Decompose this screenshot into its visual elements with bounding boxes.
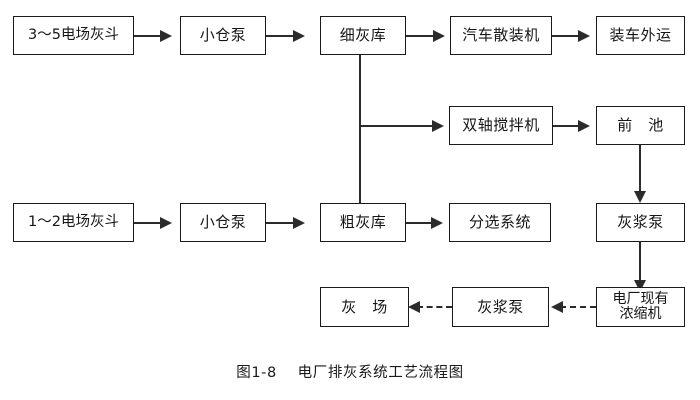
node-coarse-ash-silo[interactable]: 粗灰库 xyxy=(320,203,406,242)
node-front-pool[interactable]: 前 池 xyxy=(596,106,685,145)
node-sorting-system[interactable]: 分选系统 xyxy=(449,203,551,242)
arrowhead-thickener-slurrypumpbottom xyxy=(551,301,563,313)
node-existing-thickener[interactable]: 电厂现有 浓缩机 xyxy=(596,287,685,327)
node-slurry-pump-bottom[interactable]: 灰浆泵 xyxy=(452,287,549,327)
arrowhead-pumpbottom-coarseash xyxy=(293,216,305,229)
edge-fineash-to-mixer xyxy=(359,125,439,127)
edge-mixer-to-frontpool xyxy=(553,125,585,127)
edge-pumptop-to-fineash xyxy=(266,34,300,37)
existing-thickener-line2: 浓缩机 xyxy=(619,306,662,322)
edge-slurrypumpbottom-to-ashyard xyxy=(417,306,452,308)
arrowhead-fineash-truckloader xyxy=(433,29,445,42)
edge-hopper35-to-pumptop xyxy=(134,34,166,37)
node-hopper-35[interactable]: 3～5电场灰斗 xyxy=(13,16,134,55)
node-twin-shaft-mixer[interactable]: 双轴搅拌机 xyxy=(449,106,553,145)
arrowhead-frontpool-slurrypump xyxy=(634,191,646,203)
arrowhead-hopper35-pumptop xyxy=(160,29,172,42)
node-ash-yard[interactable]: 灰 场 xyxy=(320,287,409,327)
arrowhead-coarseash-sorting xyxy=(431,216,443,229)
existing-thickener-line1: 电厂现有 xyxy=(612,290,669,307)
node-hopper-12[interactable]: 1～2电场灰斗 xyxy=(13,203,134,242)
node-pump-top[interactable]: 小仓泵 xyxy=(180,16,266,55)
edge-hopper12-to-pumpbottom xyxy=(134,221,166,224)
edge-frontpool-to-slurrypump xyxy=(639,145,641,192)
node-slurry-pump-right[interactable]: 灰浆泵 xyxy=(596,203,685,242)
node-truck-outbound[interactable]: 装车外运 xyxy=(596,16,685,55)
arrowhead-hopper12-pumpbottom xyxy=(160,216,172,229)
arrowhead-fineash-mixer xyxy=(432,120,444,132)
edge-truckloader-to-outbound xyxy=(552,34,585,37)
node-pump-bottom[interactable]: 小仓泵 xyxy=(180,203,266,242)
figure-caption: 图1-8 电厂排灰系统工艺流程图 xyxy=(236,365,464,381)
node-truck-bulk-loader[interactable]: 汽车散装机 xyxy=(450,16,552,55)
edge-fineash-to-coarseash-trunk xyxy=(359,55,361,206)
arrowhead-pumptop-fineash xyxy=(293,29,305,42)
edge-slurrypump-to-thickener xyxy=(639,242,641,283)
edge-fineash-to-truckloader xyxy=(406,34,440,37)
arrowhead-truckloader-outbound xyxy=(578,29,590,42)
node-fine-ash-silo[interactable]: 细灰库 xyxy=(320,16,406,55)
edge-pumpbottom-to-coarseash xyxy=(266,221,300,224)
edge-thickener-to-slurrypumpbottom xyxy=(560,306,596,308)
edge-coarseash-to-sorting xyxy=(406,221,438,224)
arrowhead-slurrypumpbottom-ashyard xyxy=(408,301,420,313)
arrowhead-mixer-frontpool xyxy=(578,120,590,132)
